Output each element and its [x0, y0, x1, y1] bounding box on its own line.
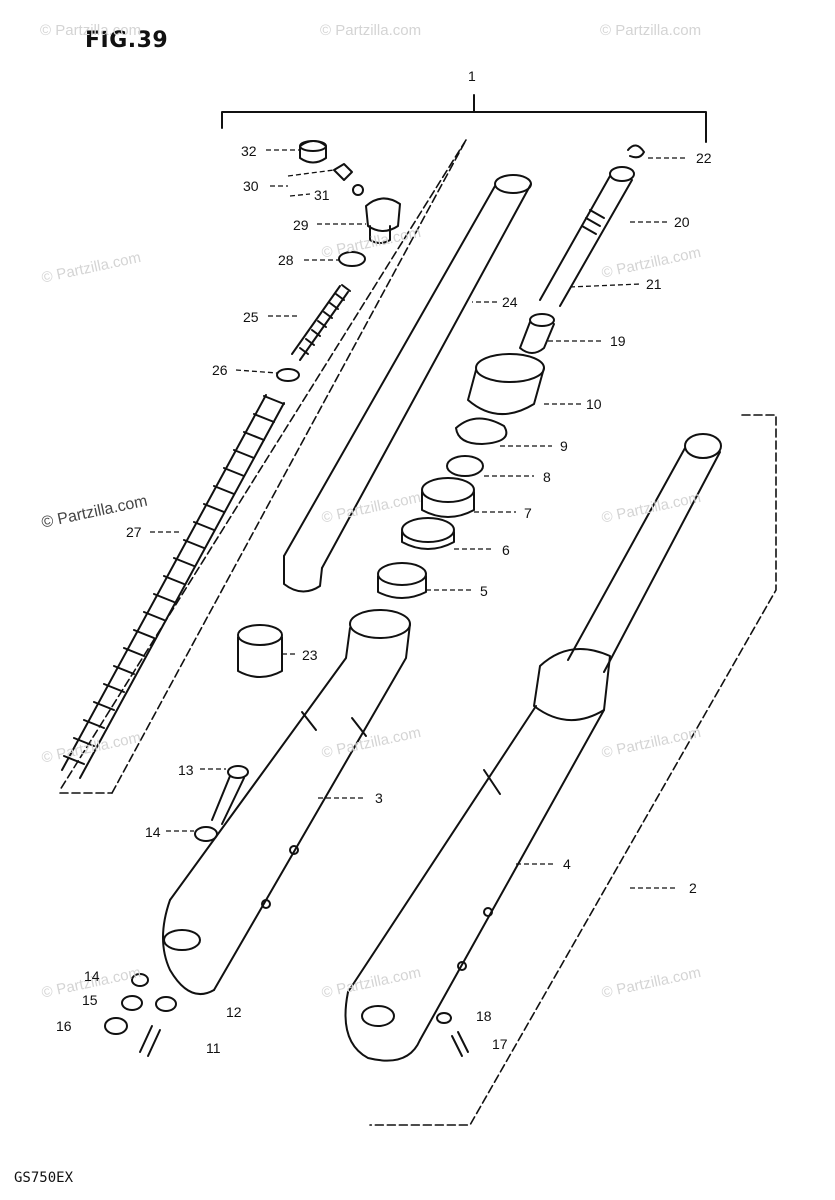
callout-22: 22 [696, 150, 712, 166]
outer-tube-3 [162, 609, 411, 995]
watermark: © Partzilla.com [40, 22, 142, 39]
fork-cap-plug-29 [365, 197, 401, 244]
bolt-17 [451, 1031, 469, 1057]
circlip-22 [627, 144, 645, 159]
callout-31: 31 [314, 187, 330, 203]
callout-28: 28 [278, 252, 294, 268]
cap-bolt-32 [299, 140, 327, 164]
dust-seal-10 [467, 353, 545, 416]
callout-25: 25 [243, 309, 259, 325]
washer-15 [121, 995, 143, 1011]
slide-metal-23 [237, 624, 283, 678]
callout-1: 1 [468, 68, 476, 84]
nut-16 [104, 1017, 128, 1035]
o-ring-28 [338, 251, 366, 267]
callout-29: 29 [293, 217, 309, 233]
callout-5: 5 [480, 583, 488, 599]
guide-metal-5 [377, 562, 427, 599]
left-assembly-frame [59, 139, 467, 794]
callout-26: 26 [212, 362, 228, 378]
callout-14: 14 [145, 824, 161, 840]
callout-17: 17 [492, 1036, 508, 1052]
fork-spring-27 [61, 394, 285, 779]
callout-13: 13 [178, 762, 194, 778]
bolt-11 [139, 1025, 161, 1057]
callout-11: 11 [206, 1040, 221, 1056]
spring-seat-26 [276, 368, 300, 382]
damper-rod-20-21 [539, 166, 635, 307]
callout-23: 23 [302, 647, 318, 663]
oil-seal-retainer-6 [401, 517, 455, 550]
oil-seal-8 [446, 455, 484, 477]
inner-tube-24 [283, 174, 532, 593]
rebound-spring-19 [519, 313, 555, 354]
bolt-13 [211, 765, 249, 825]
callout-16: 16 [56, 1018, 72, 1034]
callout-24: 24 [502, 294, 518, 310]
callout-2: 2 [689, 880, 697, 896]
callout-21: 21 [646, 276, 662, 292]
callout-15: 15 [82, 992, 98, 1008]
callout-20: 20 [674, 214, 690, 230]
stopper-ring-9 [455, 417, 508, 445]
callout-18: 18 [476, 1008, 492, 1024]
callout-leaders [150, 149, 688, 889]
callout-8: 8 [543, 469, 551, 485]
callout-30: 30 [243, 178, 259, 194]
watermark: © Partzilla.com [320, 22, 422, 39]
washer-14 [194, 826, 218, 842]
right-assembly-frame [369, 414, 777, 1126]
callout-27: 27 [126, 524, 142, 540]
model-code: GS750EX [14, 1170, 74, 1186]
watermark: © Partzilla.com [600, 22, 702, 39]
callout-10: 10 [586, 396, 602, 412]
callout-9: 9 [560, 438, 568, 454]
figure-title: FIG.39 [85, 28, 169, 53]
oil-seal-7 [421, 477, 475, 518]
callout-3: 3 [375, 790, 383, 806]
callout-7: 7 [524, 505, 532, 521]
callout-14-lower: 14 [84, 968, 100, 984]
callout-19: 19 [610, 333, 626, 349]
fork-assembly-2 [344, 433, 722, 1062]
air-valve-30-31 [333, 163, 364, 196]
callout-32: 32 [241, 143, 257, 159]
washer-14-lower [131, 973, 149, 987]
assembly-bracket-1 [221, 94, 707, 143]
gasket-12 [155, 996, 177, 1012]
spacer-spring-25 [291, 284, 351, 361]
callout-4: 4 [563, 856, 571, 872]
callout-6: 6 [502, 542, 510, 558]
washer-18 [436, 1012, 452, 1024]
callout-12: 12 [226, 1004, 242, 1020]
